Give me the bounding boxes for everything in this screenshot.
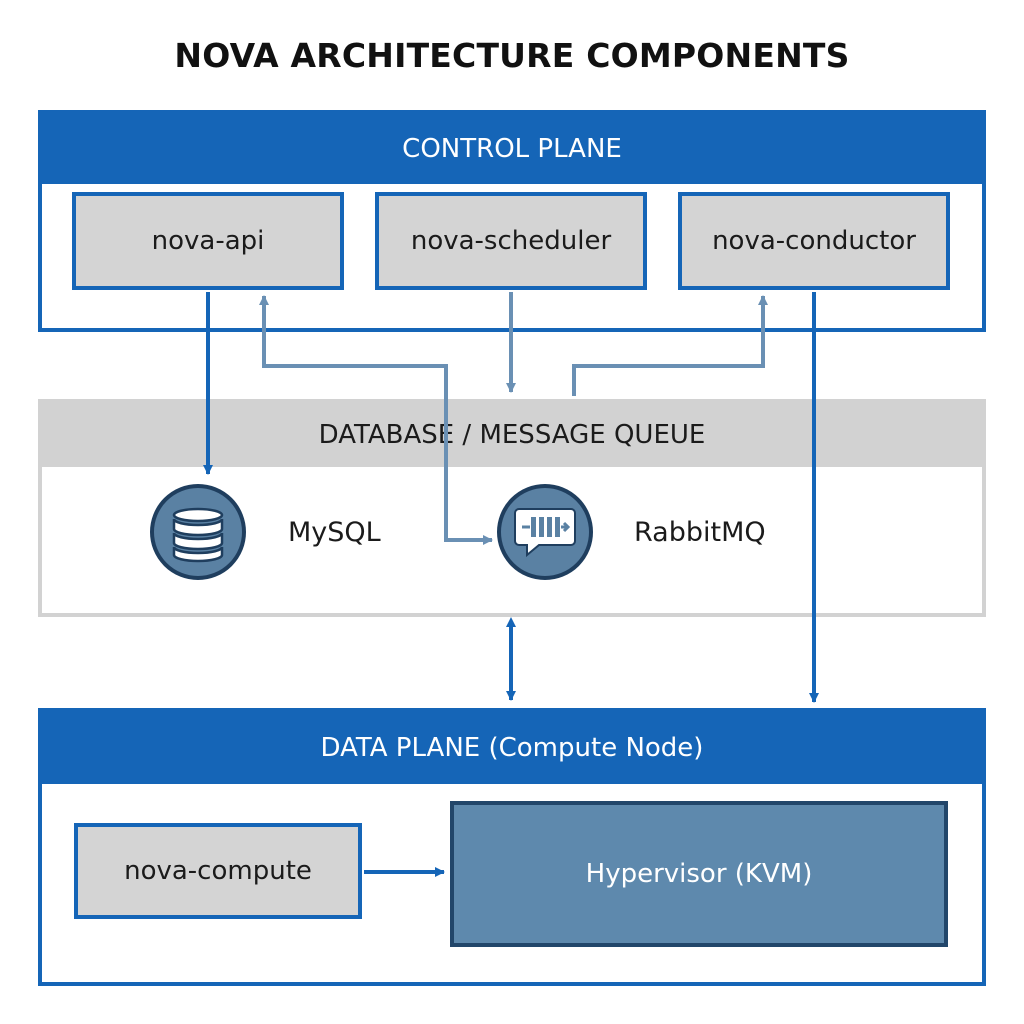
database-queue-header: DATABASE / MESSAGE QUEUE <box>42 403 982 467</box>
diagram-title: NOVA ARCHITECTURE COMPONENTS <box>174 36 850 75</box>
rabbitmq-label: RabbitMQ <box>634 517 766 548</box>
database-icon <box>172 507 224 563</box>
hypervisor-box[interactable]: Hypervisor (KVM) <box>450 801 948 947</box>
data-plane-header: DATA PLANE (Compute Node) <box>42 712 982 784</box>
nova-api-box[interactable]: nova-api <box>72 192 344 290</box>
nova-compute-box[interactable]: nova-compute <box>74 823 362 919</box>
control-plane-header: CONTROL PLANE <box>42 114 982 184</box>
mysql-label: MySQL <box>288 517 381 548</box>
nova-scheduler-box[interactable]: nova-scheduler <box>375 192 647 290</box>
rabbitmq-node[interactable] <box>497 484 593 580</box>
queue-to-api-arrow <box>259 295 450 542</box>
message-queue-icon <box>514 508 576 558</box>
queue-to-conductor-arrow <box>572 295 768 396</box>
mysql-node[interactable] <box>150 484 246 580</box>
nova-conductor-box[interactable]: nova-conductor <box>678 192 950 290</box>
